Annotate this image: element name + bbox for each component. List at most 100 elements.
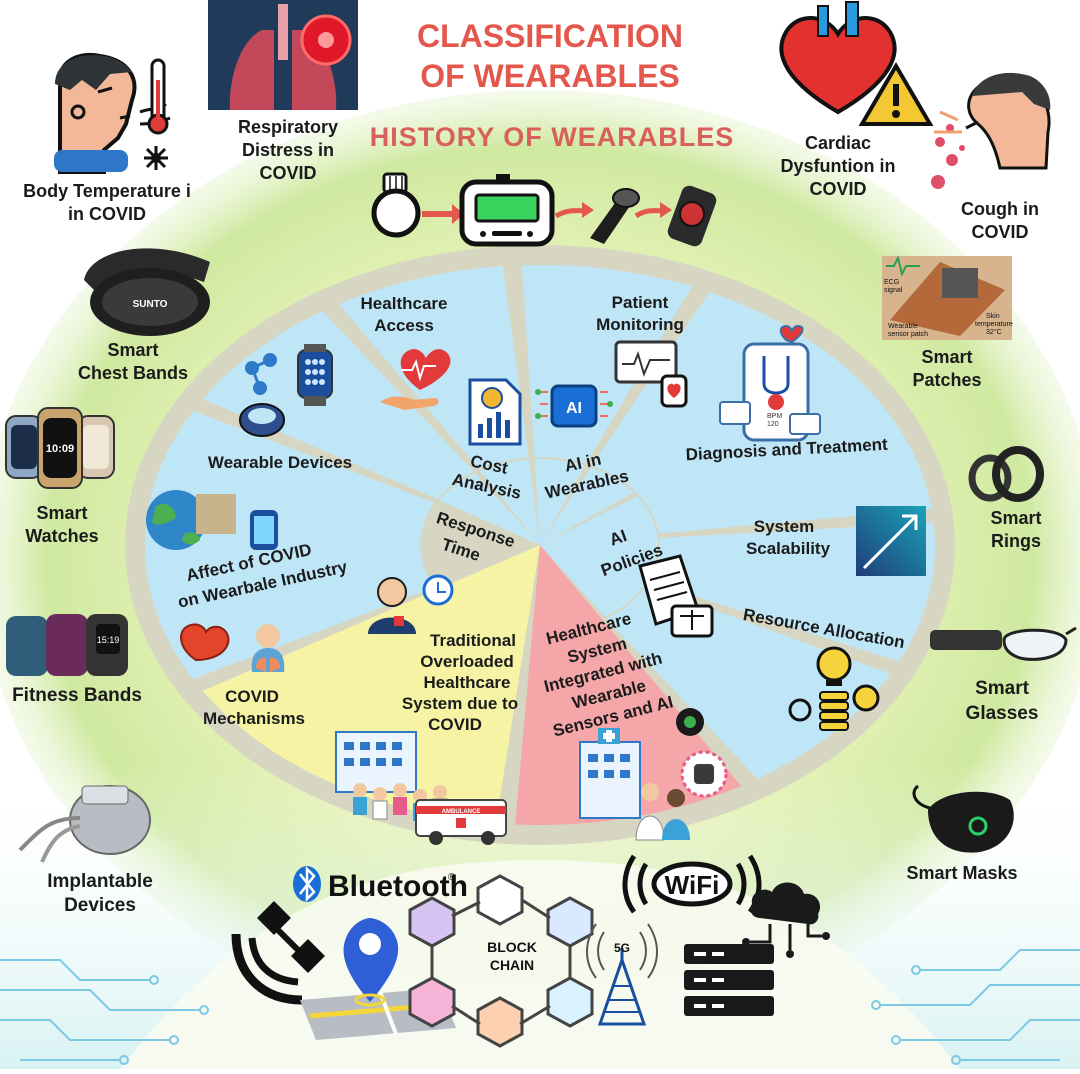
history-title: HISTORY OF WEARABLES [370, 122, 735, 152]
wedge-ai-policies [540, 467, 634, 545]
patch-sensor-label-2: sensor patch [888, 331, 928, 338]
smart-mask-icon [912, 784, 1014, 853]
patient-monitor-icon [614, 340, 688, 408]
body-temperature-item: Body Temperature i in COVID [23, 53, 191, 224]
globe-covid-icon [146, 490, 278, 550]
wedge-inner-policy [540, 496, 658, 617]
connectivity-technologies: Bluetooth ® [231, 854, 830, 1048]
smart-glasses-label-2: Glasses [966, 703, 1039, 724]
smart-watches-label-2: Watches [25, 526, 98, 546]
blockchain-label-2: CHAIN [490, 957, 534, 973]
smart-rings-item: Smart Rings [968, 446, 1044, 551]
smart-patches-label-2: Patches [912, 370, 981, 390]
wedge-integrated-system [515, 545, 742, 826]
lungs-icon [208, 0, 358, 110]
satellite-icon [231, 901, 325, 1005]
cost-analysis-icon [468, 378, 522, 446]
cardiac-dysfunction-item: Cardiac Dysfuntion in COVID [779, 1, 934, 199]
system-scalability-label-2: Scalability [746, 539, 831, 558]
5g-tower-icon: 5G [586, 923, 658, 1026]
body-temperature-label-1: Body Temperature i [23, 181, 191, 201]
server-cloud-icon [684, 882, 830, 1016]
cough-label-1: Cough in [961, 199, 1039, 219]
circuit-decoration-left [0, 959, 209, 1065]
respiratory-label-2: Distress in [242, 140, 334, 160]
title-line-2: OF WEARABLES [420, 58, 680, 94]
wearables-cluster-icon [239, 344, 333, 437]
blockchain-icon: BLOCK CHAIN [408, 874, 594, 1048]
ai-chip-icon: AI [535, 384, 613, 428]
smart-rings-label-1: Smart [990, 508, 1041, 528]
ai-policies-label-1: AI [607, 526, 629, 550]
bluetooth-headset-icon [590, 188, 640, 244]
respiratory-label-3: COVID [259, 163, 316, 183]
title-block: CLASSIFICATION OF WEARABLES HISTORY OF W… [370, 18, 735, 152]
diagnosis-phone-icon: BPM 120 [719, 324, 821, 442]
timeline-arrow-icon [634, 202, 672, 219]
wedge-traditional-system [202, 545, 540, 824]
cough-item: Cough in COVID [931, 72, 1051, 242]
body-temperature-label-2: in COVID [68, 204, 146, 224]
healthcare-access-label-2: Access [374, 316, 434, 335]
bpm-label: BPM [767, 413, 782, 420]
wedge-ai-in-wearables [534, 459, 586, 545]
system-scalability-label-1: System [754, 517, 814, 536]
smart-rings-label-2: Rings [991, 531, 1041, 551]
resource-bulb-icon [788, 646, 880, 731]
cardiac-label-2: Dysfuntion in [781, 156, 896, 176]
wifi-icon: WiFi [622, 854, 762, 914]
smart-patches-item: ECG signal Skin temperature 32°C Wearabl… [882, 255, 1013, 390]
smart-masks-item: Smart Masks [906, 784, 1018, 883]
covid-mechanisms-label-1: COVID [225, 687, 279, 706]
crowded-hospital-icon: AMBULANCE [335, 731, 507, 845]
pacemaker-icon [18, 785, 151, 863]
implantable-devices-item: Implantable Devices [18, 785, 153, 916]
classification-wheel [125, 245, 955, 845]
patch-sensor-label-1: Wearable [888, 323, 918, 330]
doctor-clock-icon [368, 574, 454, 634]
chest-band-icon: SUNTO [84, 248, 210, 336]
traditional-label-4: System due to [402, 694, 518, 713]
traditional-label-3: Healthcare [424, 673, 511, 692]
respiratory-label-1: Respiratory [238, 117, 338, 137]
ambulance-text: AMBULANCE [442, 809, 481, 815]
policy-document-icon [638, 554, 714, 638]
ai-chip-text: AI [566, 400, 582, 417]
healthcare-access-label-1: Healthcare [361, 294, 448, 313]
patch-skin-label-2: temperature [975, 321, 1013, 328]
traditional-label-1: Traditional [430, 631, 516, 650]
watch-time-text: 10:09 [46, 443, 74, 455]
bpm-value: 120 [767, 421, 779, 428]
smart-masks-label: Smart Masks [906, 863, 1017, 883]
patch-ecg-label-2: signal [884, 287, 903, 294]
wedge-wearable-devices-left [144, 410, 435, 680]
5g-text: 5G [614, 941, 630, 955]
patch-ecg-label-1: ECG [884, 279, 899, 286]
heart-warning-icon [779, 1, 934, 126]
fitness-bands-item: 15:19 Fitness Bands [6, 614, 142, 706]
timeline-arrow-icon [554, 202, 594, 219]
timeline-arrow-icon [422, 204, 464, 224]
patch-skin-label-1: Skin [986, 313, 1000, 320]
implantable-label-2: Devices [64, 895, 136, 916]
smart-watches-item: 10:09 Smart Watches [5, 407, 115, 546]
cough-label-2: COVID [971, 222, 1028, 242]
smart-patch-icon: ECG signal Skin temperature 32°C Wearabl… [882, 255, 1013, 340]
pager-icon [459, 174, 555, 247]
history-timeline [371, 172, 717, 247]
traditional-label-5: COVID [428, 715, 482, 734]
scalability-chart-icon [856, 506, 926, 576]
fitness-band-icon: 15:19 [6, 614, 128, 676]
respiratory-distress-item: Respiratory Distress in COVID [208, 0, 358, 183]
smart-patches-label-1: Smart [921, 347, 972, 367]
fitness-tracker-icon [667, 185, 717, 247]
smart-hospital-icon [579, 708, 728, 841]
implantable-label-1: Implantable [47, 871, 153, 892]
blockchain-label-1: BLOCK [487, 939, 537, 955]
coughing-person-icon [931, 72, 1051, 189]
smart-glasses-icon [930, 626, 1077, 661]
covid-mechanisms-label-2: Mechanisms [203, 709, 305, 728]
smart-watch-icon: 10:09 [5, 407, 115, 489]
traditional-label-2: Overloaded [420, 652, 514, 671]
